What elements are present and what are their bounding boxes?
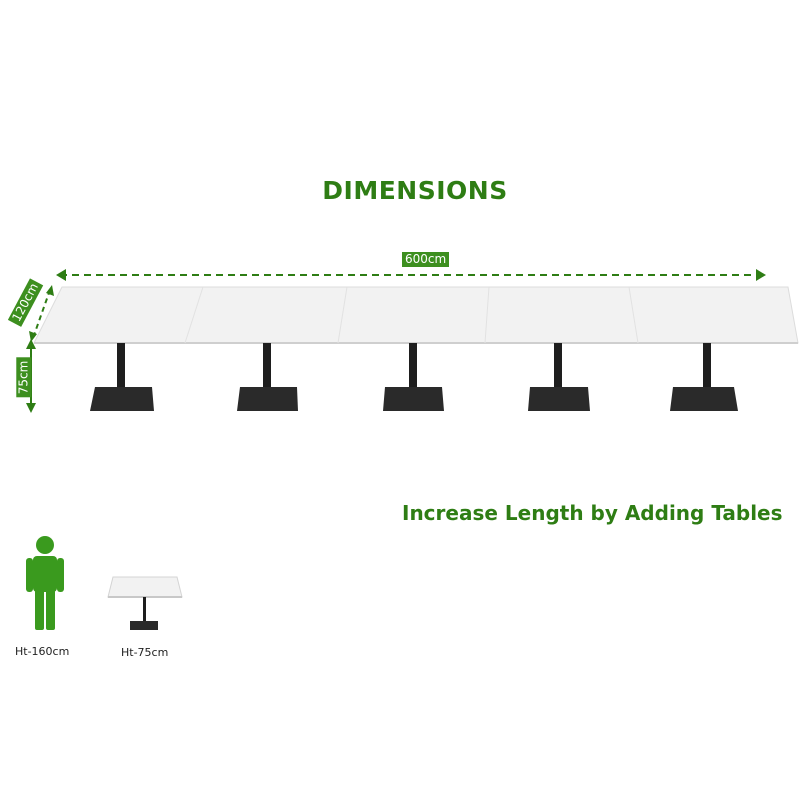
length-badge: 600cm [402,252,450,267]
table-base-5 [670,343,738,411]
table-base-1 [90,343,154,411]
single-table-icon [107,576,183,630]
length-dimension-arrow [56,269,766,281]
table-height-label: Ht-75cm [121,646,169,659]
long-table-top [33,286,799,344]
table-base-3 [383,343,444,411]
page-title: DIMENSIONS [322,176,508,205]
table-base-4 [528,343,590,411]
person-height-label: Ht-160cm [15,645,70,658]
tagline: Increase Length by Adding Tables [402,501,783,525]
person-icon [26,536,64,630]
table-base-2 [237,343,298,411]
height-badge: 75cm [16,357,32,398]
